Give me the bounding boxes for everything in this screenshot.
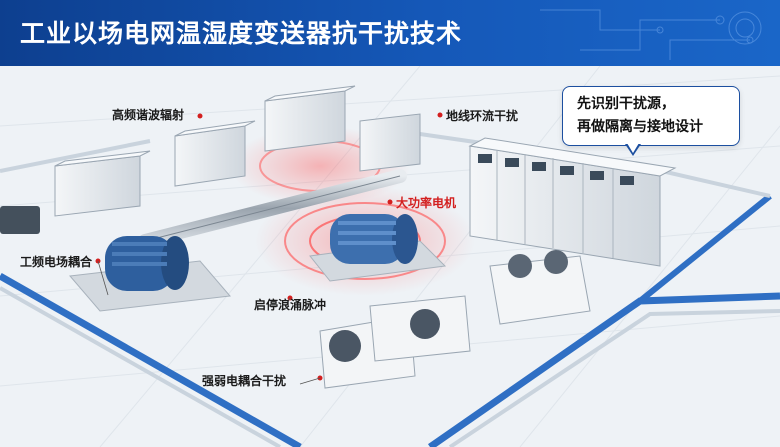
callout-line-2: 再做隔离与接地设计 — [577, 119, 703, 135]
back-cabinets — [264, 85, 421, 172]
label-strong-weak-coupling: 强弱电耦合干扰 — [202, 374, 287, 388]
ac-units — [319, 250, 591, 389]
center-motor — [309, 214, 447, 282]
title-banner: 工业以场电网温湿度变送器抗干扰技术 — [0, 0, 780, 66]
label-startup-surge: 启停浪涌脉冲 — [254, 298, 327, 312]
page-title: 工业以场电网温湿度变送器抗干扰技术 — [20, 19, 463, 48]
left-motor — [69, 236, 231, 312]
label-power-frequency-coupling: 工频电场耦合 — [20, 255, 93, 269]
callout-line-1: 先识别干扰源， — [577, 96, 675, 112]
left-cabinets — [0, 120, 256, 234]
circuit-pattern-icon — [540, 9, 762, 60]
label-high-power-motor: 大功率电机 — [396, 196, 457, 210]
label-harmonic-radiation: 高频谐波辐射 — [112, 108, 185, 122]
label-ground-loop: 地线环流干扰 — [446, 109, 519, 123]
right-cabinets — [468, 137, 677, 267]
callout-box: 先识别干扰源， 再做隔离与接地设计 — [562, 86, 740, 146]
